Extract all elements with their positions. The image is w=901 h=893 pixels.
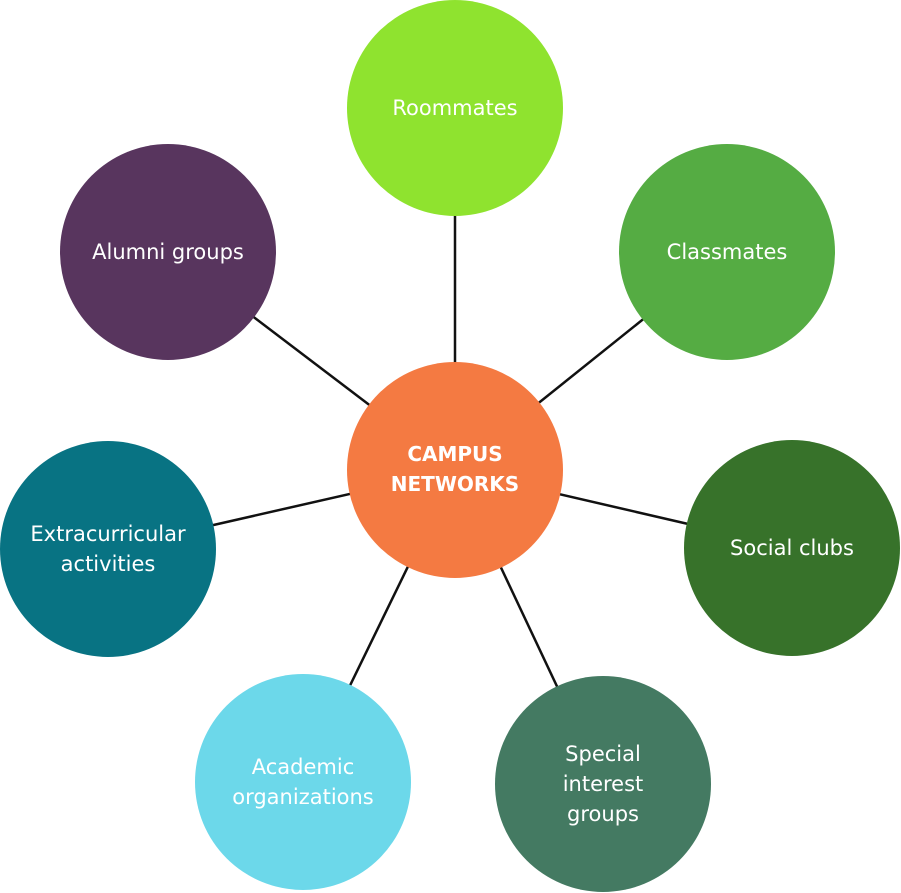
node-circle (619, 144, 835, 360)
node-classmates: Classmates (619, 144, 835, 360)
node-roommates: Roommates (347, 0, 563, 216)
node-social-clubs: Social clubs (684, 440, 900, 656)
node-academic-organizations: Academic organizations (195, 674, 411, 890)
node-label: NETWORKS (391, 472, 519, 496)
node-circle (195, 674, 411, 890)
node-label: CAMPUS (407, 442, 502, 466)
center-node: CAMPUS NETWORKS (347, 362, 563, 578)
node-label: Roommates (392, 96, 517, 120)
node-circle (495, 676, 711, 892)
node-circle (347, 0, 563, 216)
node-alumni-groups: Alumni groups (60, 144, 276, 360)
node-label: groups (567, 802, 639, 826)
node-extracurricular-activities: Extracurricular activities (0, 441, 216, 657)
center-circle (347, 362, 563, 578)
node-circle (684, 440, 900, 656)
node-label: activities (61, 552, 156, 576)
node-label: organizations (232, 785, 374, 809)
node-special-interest-groups: Special interest groups (495, 676, 711, 892)
node-label: Alumni groups (92, 240, 244, 264)
node-circle (60, 144, 276, 360)
node-label: Extracurricular (30, 522, 186, 546)
node-label: Academic (252, 755, 355, 779)
node-label: interest (563, 772, 644, 796)
node-label: Social clubs (730, 536, 854, 560)
node-circle (0, 441, 216, 657)
node-label: Classmates (667, 240, 788, 264)
node-label: Special (565, 742, 641, 766)
